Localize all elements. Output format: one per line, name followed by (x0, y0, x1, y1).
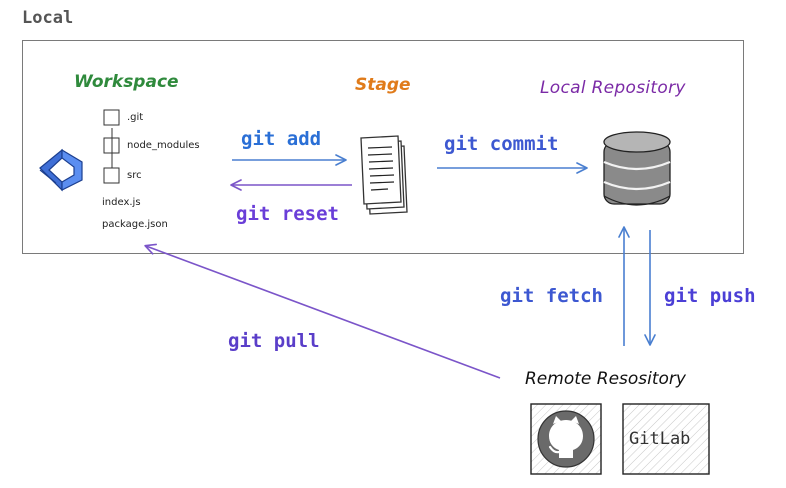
local-section-title: Local (22, 8, 74, 28)
gitlab-label: GitLab (629, 429, 691, 449)
vscode-icon (39, 148, 83, 192)
github-box (530, 403, 602, 475)
folder-icon-src (103, 167, 120, 184)
git-reset-label: git reset (236, 203, 339, 225)
stage-documents-icon (360, 135, 408, 215)
local-boundary-box (22, 40, 744, 254)
folder-icon-git (103, 109, 120, 126)
git-pull-arrow (144, 243, 501, 379)
database-icon (603, 131, 671, 206)
git-pull-label: git pull (228, 330, 320, 352)
tree-item-node-modules: node_modules (127, 140, 200, 151)
tree-item-git: .git (127, 112, 144, 123)
remote-repository-label: Remote Resository (525, 369, 686, 389)
tree-item-index-js: index.js (102, 197, 141, 208)
stage-label: Stage (355, 75, 411, 95)
workspace-label: Workspace (74, 72, 179, 92)
tree-item-src: src (127, 170, 142, 181)
github-icon (548, 416, 583, 458)
tree-item-package-json: package.json (102, 219, 168, 230)
local-repository-label: Local Repository (540, 78, 686, 98)
gitlab-box (622, 403, 710, 475)
git-add-label: git add (241, 128, 322, 150)
workspace-file-tree (103, 109, 120, 184)
git-commit-label: git commit (444, 133, 559, 155)
git-fetch-label: git fetch (500, 285, 603, 307)
git-push-label: git push (664, 285, 756, 307)
folder-icon-node-modules (103, 137, 120, 154)
